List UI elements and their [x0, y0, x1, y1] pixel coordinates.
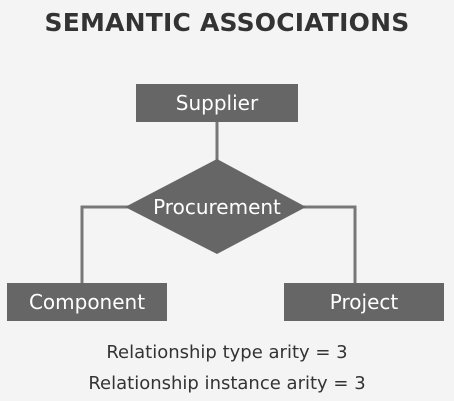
entity-project: Project — [284, 283, 444, 321]
entity-supplier: Supplier — [136, 84, 298, 122]
instance-arity-caption: Relationship instance arity = 3 — [88, 373, 366, 394]
relationship-procurement: Procurement — [125, 159, 306, 254]
connector-procurement-project — [300, 205, 357, 283]
type-arity-caption: Relationship type arity = 3 — [106, 342, 348, 363]
entity-component: Component — [7, 283, 167, 321]
entity-project-label: Project — [330, 290, 399, 314]
relationship-procurement-label: Procurement — [153, 195, 281, 219]
diagram-title: SEMANTIC ASSOCIATIONS — [44, 8, 410, 37]
entity-supplier-label: Supplier — [176, 91, 259, 115]
connector-procurement-component — [80, 205, 132, 283]
entity-component-label: Component — [29, 290, 145, 314]
